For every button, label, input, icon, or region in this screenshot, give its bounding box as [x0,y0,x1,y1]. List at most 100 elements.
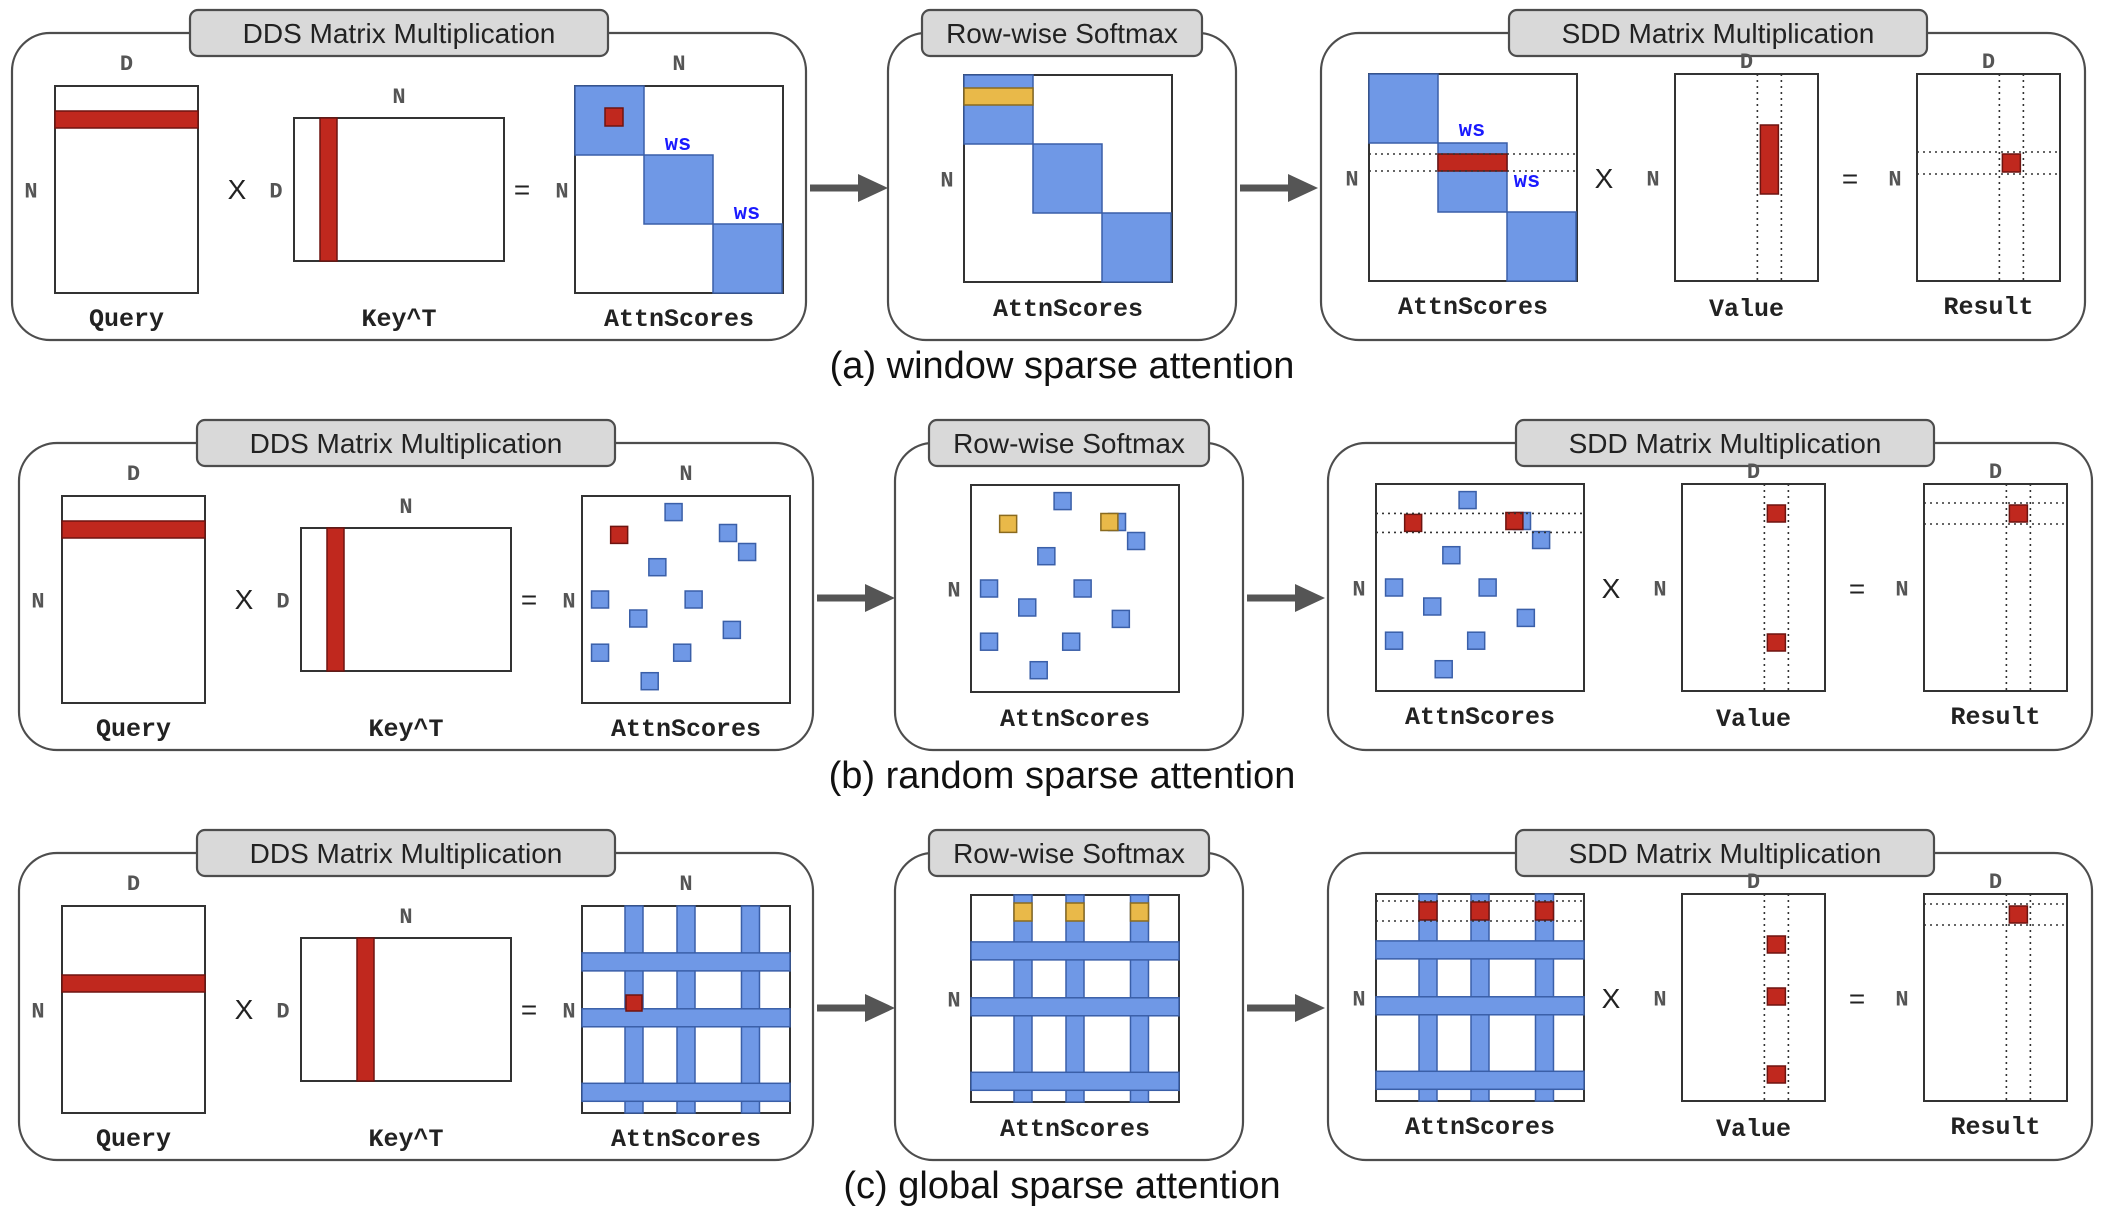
row-2-dds-attn-cell-3 [737,542,757,562]
row-2-dds-attn-cell-8 [722,620,742,640]
row-3-sdd-attn-row-cell-3 [1534,901,1555,921]
row-2-softmax-attn-cell-9 [979,632,999,651]
row-1-equals-2: = [1842,163,1858,194]
row-2-sdd-attn-cell-13 [1505,511,1524,531]
row-1-sdd-attn-block-3 [1506,211,1577,282]
row-2-key-label: Key^T [368,715,443,744]
row-3-arrow-1-head [865,994,895,1022]
row-2-sdd-attn-cell-5 [1478,578,1497,597]
row-1-result-label: Result [1943,293,2033,322]
row-2-times-1: X [235,584,254,615]
row-1-key-col [319,117,338,262]
row-2-sdd-attn-cell-9 [1384,631,1404,650]
row-1-query-label: Query [89,305,164,334]
row-2-dds-attn-cell-4 [648,557,667,577]
row-1-key-dim-n: N [392,85,405,110]
row-1-value-label: Value [1709,295,1784,324]
row-1-attn-label: AttnScores [604,305,754,334]
row-1-key-dim-d: D [269,180,282,205]
row-1-times-1: X [228,174,247,205]
row-2-dds-tab [195,418,617,468]
row-2-softmax-attn-cell-5 [1073,579,1092,598]
row-3-softmax-dim-n: N [947,989,960,1014]
row-1-softmax-label: AttnScores [993,295,1143,324]
row-2-value-matrix [1681,483,1826,692]
row-3-times-2: X [1602,983,1621,1014]
row-3-softmax-attn-global-row-1 [970,941,1180,961]
row-2-softmax-tab-label: Row-wise Softmax [953,428,1185,459]
row-1-query-row [54,110,199,129]
row-3-sdd-attn-row-cell-1 [1418,901,1438,921]
row-1-sdd-attn-dim-n: N [1345,168,1358,193]
row-2-query-dim-d: D [127,462,140,487]
row-3-value-cell-3 [1766,1065,1787,1084]
row-2-sdd-tab [1514,418,1936,468]
row-2-equals-1: = [521,584,537,615]
row-2-softmax-attn-cell-10 [1061,632,1081,651]
row-2-dds-attn-cell-11 [640,671,659,691]
row-3-sdd-tab [1514,828,1936,878]
row-1-sdd-attn-block-1 [1368,73,1439,144]
row-3-attn-dim-n: N [679,872,692,897]
row-3-softmax-attn-row-cell-2 [1065,902,1085,922]
row-2-result-dim-d: D [1989,460,2002,485]
row-1-sdd-attn-label: AttnScores [1398,293,1548,322]
row-1-result-dim-d: D [1982,50,1995,75]
row-3-value-cell-1 [1766,935,1787,954]
row-2-softmax-attn-cell-3 [1126,531,1146,551]
row-2-value-cell-2 [1766,633,1787,652]
row-1-dds-attn-block-2 [643,154,714,225]
row-3-result-label: Result [1950,1113,2040,1142]
row-2-softmax-tab [927,418,1211,468]
row-2-sdd-attn-dim-n: N [1352,578,1365,603]
row-2-dds-tab-label: DDS Matrix Multiplication [250,428,563,459]
row-1-equals-1: = [514,174,530,205]
row-1-sdd-attn-ws-1: ws [1459,118,1485,143]
row-1-value-dim-d: D [1740,50,1753,75]
row-2-result-dim-n: N [1895,578,1908,603]
row-2-softmax-attn-cell-12 [998,514,1018,534]
row-3-sdd-attn-row-cell-2 [1470,901,1490,921]
row-2-value-dim-n: N [1653,578,1666,603]
row-2-query-label: Query [96,715,171,744]
row-2-softmax-attn-cell-11 [1029,660,1048,680]
row-3-softmax-attn-global-row-2 [970,997,1180,1017]
row-3-softmax-tab-label: Row-wise Softmax [953,838,1185,869]
row-2-sdd-attn-cell-4 [1442,545,1461,565]
row-2-query-dim-n: N [31,590,44,615]
row-2-value-cell-1 [1766,504,1787,523]
row-2-attn-label: AttnScores [611,715,761,744]
row-2-dds-attn-cell-2 [718,523,738,543]
row-2-softmax-dim-n: N [947,579,960,604]
row-2-softmax-attn-cell-8 [1111,609,1131,629]
row-1-result-dim-n: N [1888,168,1901,193]
row-2-sdd-attn-cell-8 [1516,608,1536,628]
row-1-sdd-tab [1507,8,1929,58]
row-1-arrow-2-head [1288,174,1318,202]
row-3-sdd-tab-label: SDD Matrix Multiplication [1569,838,1882,869]
row-3-value-matrix [1681,893,1826,1102]
row-3-sdd-attn-global-row-1 [1375,940,1585,960]
row-1-result-matrix [1916,73,2061,282]
row-3-query-dim-d: D [127,872,140,897]
row-2-arrow-1-head [865,584,895,612]
row-3-value-dim-n: N [1653,988,1666,1013]
row-3-sdd-attn-label: AttnScores [1405,1113,1555,1142]
row-2-key-col [326,527,345,672]
row-2-attn-dim-n-left: N [562,590,575,615]
row-1-softmax-dim-n: N [940,169,953,194]
row-2-sdd-attn-cell-12 [1403,513,1423,533]
row-3-value-cell-2 [1766,987,1787,1006]
row-2-sdd-attn-cell-1 [1458,490,1477,510]
row-2-sdd-attn-cell-3 [1531,530,1551,550]
row-1-softmax-attn-block-3 [1101,212,1172,283]
row-2-softmax-attn-cell-1 [1053,491,1072,511]
row-1-dds-attn-ws-1: ws [665,132,691,157]
row-1-dds-attn-ws-2: ws [734,201,760,226]
row-3-softmax-label: AttnScores [1000,1115,1150,1144]
row-2-dds-attn-cell-10 [672,643,692,662]
row-2-equals-2: = [1849,573,1865,604]
row-3-softmax-tab [927,828,1211,878]
